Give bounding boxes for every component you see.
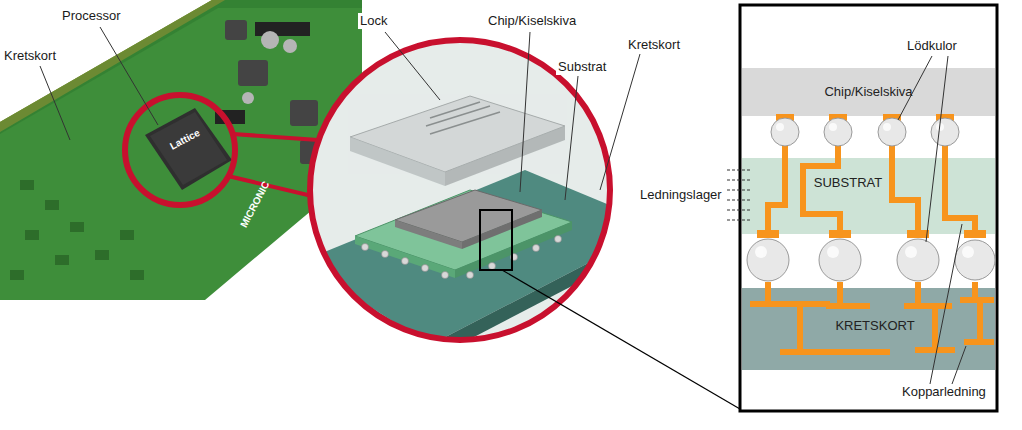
- part-label: Ledningslager: [638, 187, 724, 203]
- part-label: Kretskort: [626, 37, 682, 53]
- band-label: KRETSKORT: [835, 318, 914, 334]
- part-label: Kretskort: [2, 48, 58, 64]
- substrate-band: SUBSTRAT: [742, 158, 995, 234]
- zoom-circle: [300, 40, 740, 409]
- leader-lines: [40, 27, 640, 200]
- board-band: KRETSKORT: [742, 288, 995, 370]
- part-label: Kopparledning: [900, 384, 988, 400]
- part-label: Lock: [358, 13, 389, 29]
- part-label: Chip/Kiselskiva: [486, 13, 578, 29]
- band-label: Chip/Kiselskiva: [824, 84, 912, 100]
- board-photo: [0, 0, 362, 300]
- chip-band: Chip/Kiselskiva: [742, 68, 995, 116]
- part-label: Lödkulor: [905, 38, 959, 54]
- part-label: Processor: [60, 8, 123, 24]
- band-label: SUBSTRAT: [814, 175, 882, 191]
- cross-section: [727, 5, 997, 411]
- part-label: Substrat: [556, 59, 608, 75]
